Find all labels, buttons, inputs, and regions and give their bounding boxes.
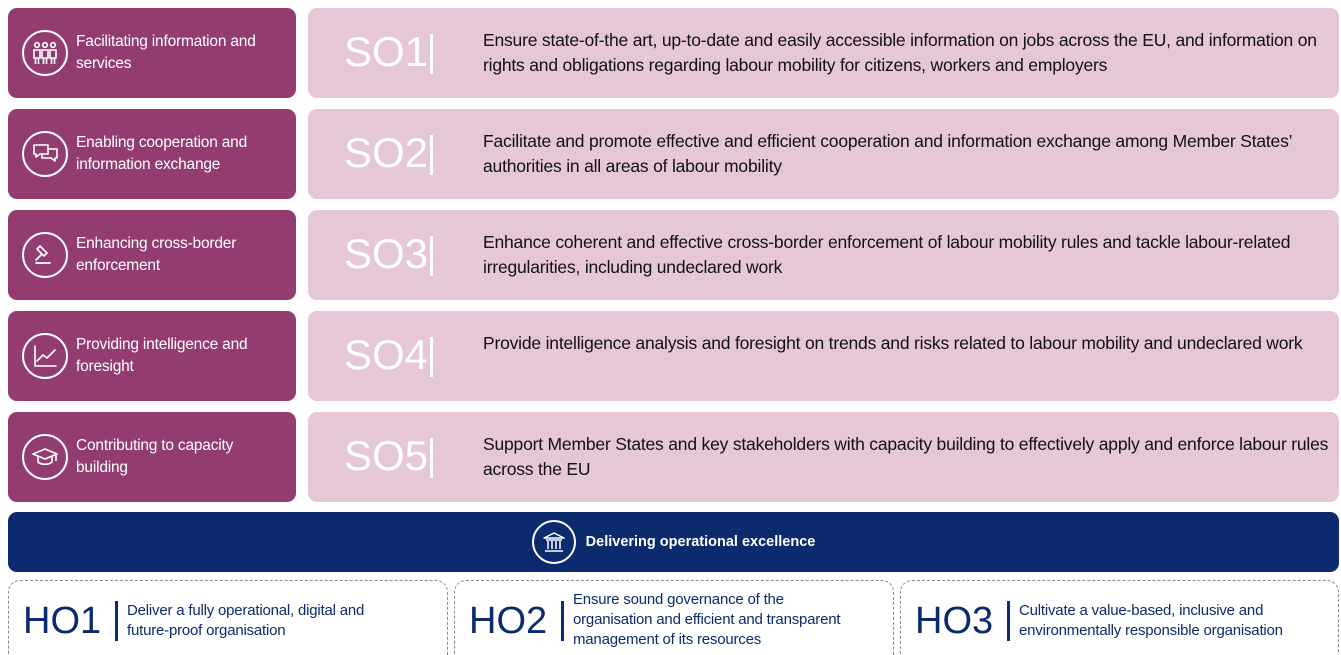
horizontal-objective-ho2: HO2 Ensure sound governance of the organ…: [454, 580, 894, 655]
objective-description-box: SO5 Support Member States and key stakeh…: [308, 412, 1339, 502]
objective-description: Ensure state-of-the art, up-to-date and …: [483, 30, 1317, 75]
horizontal-objective-ho1: HO1 Deliver a fully operational, digital…: [8, 580, 448, 655]
objective-description: Facilitate and promote effective and eff…: [483, 131, 1292, 176]
horizontal-objective-code: HO2: [469, 600, 548, 642]
objective-description: Enhance coherent and effective cross-bor…: [483, 232, 1291, 277]
objective-code: SO2: [344, 129, 429, 176]
horizontal-objective-description: Ensure sound governance of the organisat…: [573, 591, 841, 648]
divider: [430, 438, 433, 478]
objective-area-label: Enhancing cross-border enforcement: [76, 235, 237, 274]
objective-description-box: SO4 Provide intelligence analysis and fo…: [308, 311, 1339, 401]
people-icon: [22, 30, 68, 76]
divider: [115, 601, 118, 641]
objective-area-box: Contributing to capacity building: [8, 412, 296, 502]
objective-area-box: Facilitating information and services: [8, 8, 296, 98]
divider: [561, 601, 564, 641]
horizontal-objective-code: HO1: [23, 600, 102, 642]
objective-row-so4: Providing intelligence and foresight SO4…: [0, 311, 1341, 401]
chat-bubbles-icon: [22, 131, 68, 177]
banner-label: Delivering operational excellence: [585, 534, 816, 550]
horizontal-objective-description: Cultivate a value-based, inclusive and e…: [1019, 602, 1283, 639]
divider: [430, 337, 433, 377]
objective-description: Provide intelligence analysis and foresi…: [483, 333, 1303, 353]
institution-icon: [531, 520, 576, 564]
operational-excellence-banner: Delivering operational excellence: [8, 512, 1339, 572]
objective-description-box: SO2 Facilitate and promote effective and…: [308, 109, 1339, 199]
objective-code: SO5: [344, 432, 429, 479]
objective-code: SO4: [344, 331, 429, 378]
horizontal-objective-code: HO3: [915, 600, 994, 642]
divider: [430, 236, 433, 276]
objective-row-so3: Enhancing cross-border enforcement SO3 E…: [0, 210, 1341, 300]
objective-area-box: Enabling cooperation and information exc…: [8, 109, 296, 199]
objective-code: SO3: [344, 230, 429, 277]
graduation-cap-icon: [22, 434, 68, 480]
divider: [430, 135, 433, 175]
divider: [1007, 601, 1010, 641]
line-chart-icon: [22, 333, 68, 379]
horizontal-objective-ho3: HO3 Cultivate a value-based, inclusive a…: [900, 580, 1339, 655]
objective-area-box: Enhancing cross-border enforcement: [8, 210, 296, 300]
objective-area-label: Facilitating information and services: [76, 33, 256, 72]
objective-area-label: Providing intelligence and foresight: [76, 336, 248, 375]
objective-row-so1: Facilitating information and services SO…: [0, 8, 1341, 98]
horizontal-objective-description: Deliver a fully operational, digital and…: [127, 602, 365, 639]
objective-row-so5: Contributing to capacity building SO5 Su…: [0, 412, 1341, 502]
objective-description-box: SO1 Ensure state-of-the art, up-to-date …: [308, 8, 1339, 98]
objective-row-so2: Enabling cooperation and information exc…: [0, 109, 1341, 199]
objective-code: SO1: [344, 28, 429, 75]
objective-description-box: SO3 Enhance coherent and effective cross…: [308, 210, 1339, 300]
divider: [430, 34, 433, 74]
objective-area-label: Enabling cooperation and information exc…: [76, 134, 248, 173]
objective-description: Support Member States and key stakeholde…: [483, 434, 1329, 479]
gavel-icon: [22, 232, 68, 278]
objective-area-label: Contributing to capacity building: [76, 437, 234, 476]
objective-area-box: Providing intelligence and foresight: [8, 311, 296, 401]
